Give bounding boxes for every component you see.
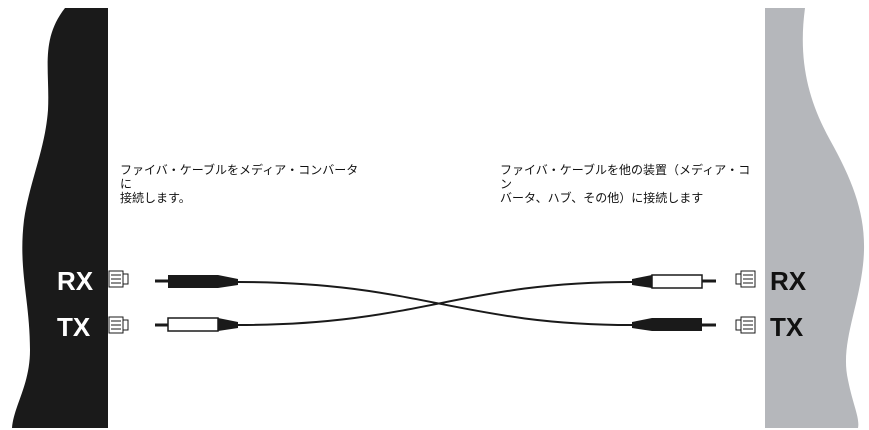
right-tx-port xyxy=(735,316,756,334)
left-rx-connector xyxy=(155,275,238,288)
right-tx-label: TX xyxy=(770,312,804,342)
left-tx-connector xyxy=(155,317,238,332)
left-caption-line1: ファイバ・ケーブルをメディア・コンバータに xyxy=(120,163,359,191)
right-caption-line2: バータ、ハブ、その他）に接続します xyxy=(500,191,704,205)
right-caption: ファイバ・ケーブルを他の装置（メディア・コン バータ、ハブ、その他）に接続します xyxy=(500,163,755,205)
right-caption-line1: ファイバ・ケーブルを他の装置（メディア・コン xyxy=(500,163,751,191)
left-tx-label: TX xyxy=(57,312,91,342)
left-caption-line2: 接続します。 xyxy=(120,191,191,205)
right-device-panel xyxy=(765,8,865,428)
right-rx-connector xyxy=(632,274,716,289)
right-rx-label: RX xyxy=(770,266,807,296)
left-rx-label: RX xyxy=(57,266,94,296)
left-device-panel xyxy=(12,8,108,428)
left-tx-port xyxy=(108,316,129,334)
left-caption: ファイバ・ケーブルをメディア・コンバータに 接続します。 xyxy=(120,163,360,205)
right-rx-port xyxy=(735,270,756,288)
right-tx-connector xyxy=(632,318,716,331)
cable-left-tx-to-right-rx xyxy=(237,281,633,326)
left-rx-port xyxy=(108,270,129,288)
